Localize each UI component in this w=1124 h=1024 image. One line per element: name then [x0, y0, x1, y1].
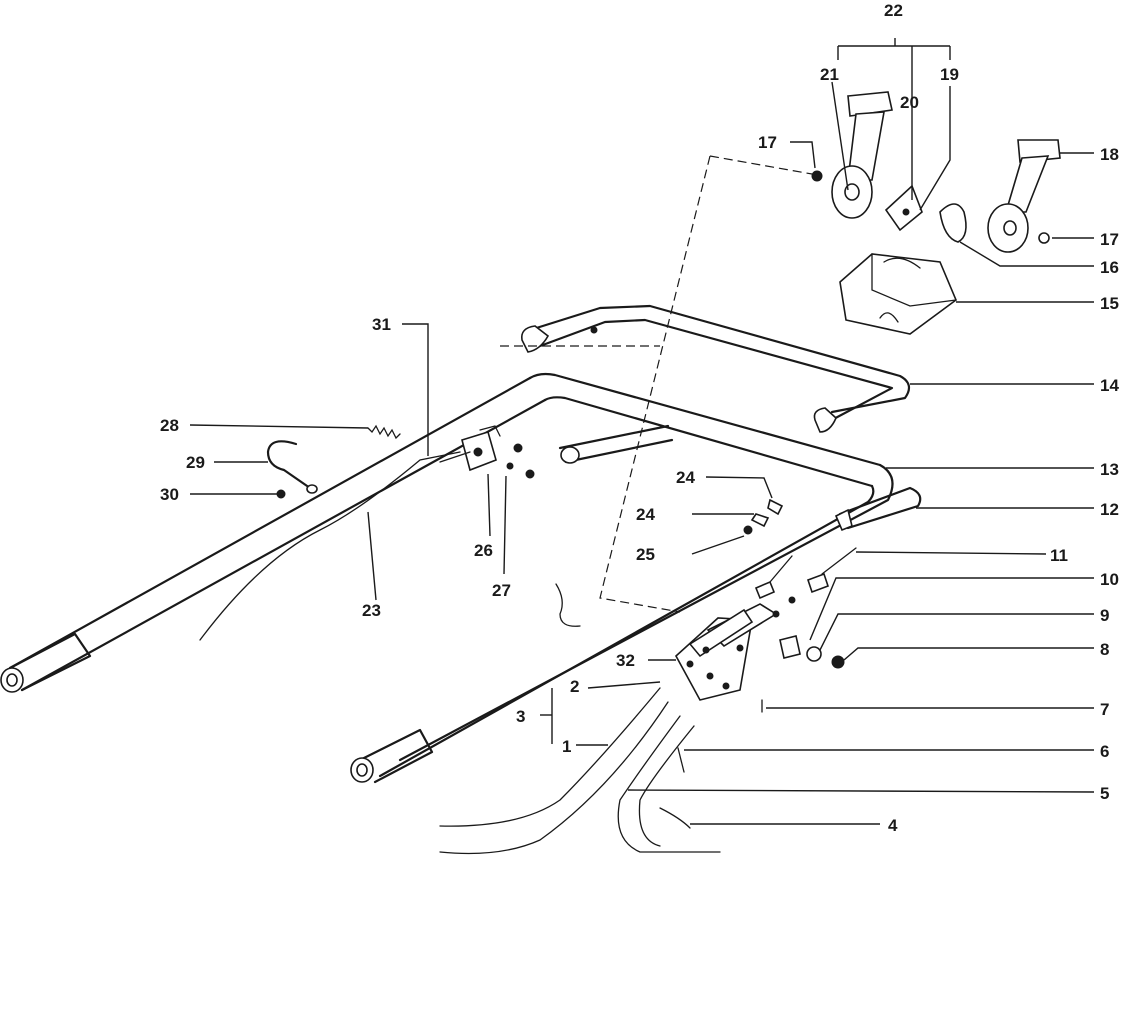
label-27: 27 [492, 581, 511, 600]
hook-nut [276, 489, 286, 499]
label-26: 26 [474, 541, 493, 560]
cable-bracket [674, 603, 778, 701]
label-18: 18 [1100, 145, 1119, 164]
handlebar-frame [0, 372, 894, 784]
label-12: 12 [1100, 500, 1119, 519]
rear-rail [520, 304, 911, 433]
bolt [677, 747, 685, 773]
label-6: 6 [1100, 742, 1109, 761]
label-5: 5 [1100, 784, 1109, 803]
label-31: 31 [372, 315, 391, 334]
lever-plate [884, 184, 923, 232]
label-29: 29 [186, 453, 205, 472]
label-32: 32 [616, 651, 635, 670]
label-22: 22 [884, 1, 903, 20]
spacer-plate [939, 203, 967, 243]
nipple-fitting [779, 635, 801, 659]
label-8: 8 [1100, 640, 1109, 659]
control-rod [199, 451, 461, 641]
label-11: 11 [1050, 546, 1068, 565]
label-9: 9 [1100, 606, 1109, 625]
label-7: 7 [1100, 700, 1109, 719]
lever-nut-right [1038, 232, 1050, 244]
nut-lower [743, 525, 753, 535]
label-24-lower: 24 [636, 505, 655, 524]
leader-lines [189, 38, 1095, 825]
label-13: 13 [1100, 460, 1119, 479]
label-4: 4 [888, 816, 898, 835]
right-bracket [834, 486, 922, 532]
assembly-line-center [599, 155, 711, 613]
clip [659, 807, 691, 829]
label-23: 23 [362, 601, 381, 620]
label-24-upper: 24 [676, 468, 695, 487]
nut [831, 655, 845, 669]
label-15: 15 [1100, 294, 1119, 313]
label-14: 14 [1100, 376, 1119, 395]
lever-nut-left [811, 170, 823, 182]
label-28: 28 [160, 416, 179, 435]
label-17-top: 17 [758, 133, 777, 152]
label-16: 16 [1100, 258, 1119, 277]
part-labels: 22 21 20 19 17 18 17 16 15 14 13 12 11 1… [160, 1, 1119, 835]
label-30: 30 [160, 485, 179, 504]
label-21: 21 [820, 65, 839, 84]
left-support-arm [558, 424, 674, 464]
label-10: 10 [1100, 570, 1119, 589]
label-25: 25 [636, 545, 655, 564]
bolt-lower [750, 513, 770, 528]
hook [266, 440, 312, 490]
label-3: 3 [516, 707, 525, 726]
hook-ring [306, 484, 318, 494]
washer [806, 646, 822, 662]
spring [367, 424, 401, 440]
left-control-lever [831, 91, 893, 219]
lever-housing [839, 253, 957, 335]
left-mechanism [439, 425, 535, 479]
right-control-lever [987, 139, 1061, 253]
cable-adjusters [754, 547, 857, 618]
label-19: 19 [940, 65, 959, 84]
cables [439, 583, 721, 855]
label-20: 20 [900, 93, 919, 112]
bolt-upper [767, 498, 784, 516]
label-2: 2 [570, 677, 579, 696]
label-17-right: 17 [1100, 230, 1119, 249]
label-1: 1 [562, 737, 571, 756]
assembly-line-top [709, 155, 813, 175]
